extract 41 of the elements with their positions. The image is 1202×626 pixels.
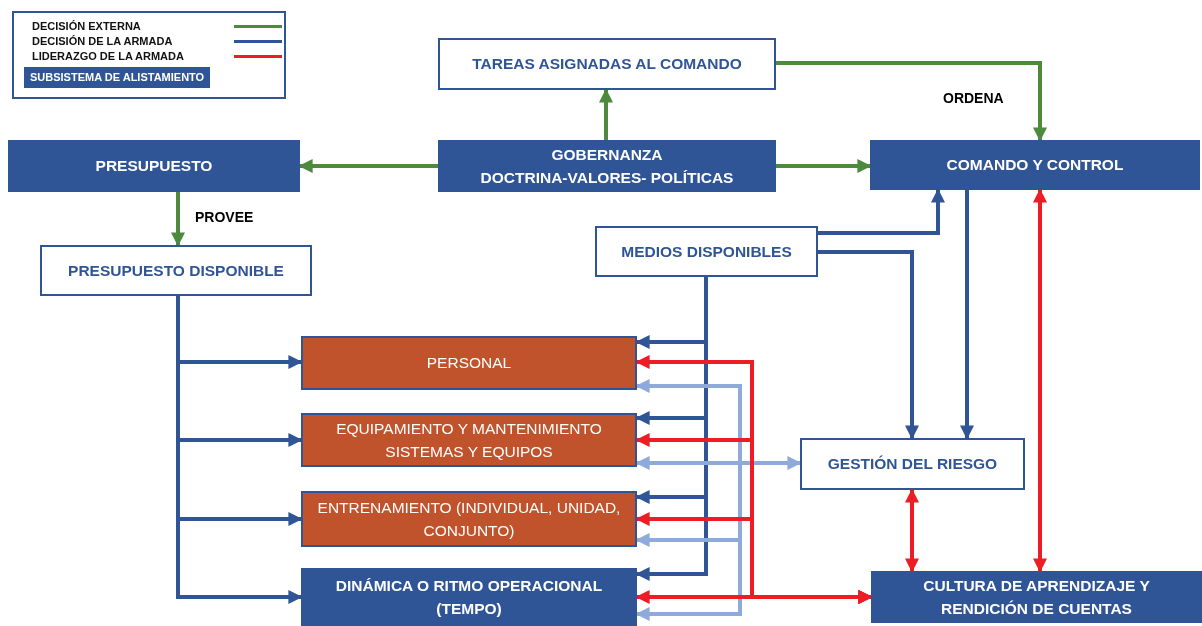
box-text: MEDIOS DISPONIBLES [621,241,792,262]
legend-text: DECISIÓN DE LA ARMADA [32,34,173,49]
box-text: PRESUPUESTO [95,156,213,177]
box-text: GOBERNANZA [551,144,663,165]
box-text: PERSONAL [426,353,512,374]
box-text: CULTURA DE APRENDIZAJE Y RENDICIÓN DE CUENTAS [922,575,1151,619]
process-box [595,226,818,277]
process-box [40,245,312,296]
process-box [301,491,637,547]
box-text: EQUIPAMIENTO Y MANTENIMIENTO SISTEMAS Y EQUIPOS [335,418,603,462]
arrow [635,277,708,581]
process-box [301,568,637,626]
arrow [599,88,613,140]
box-text: DINÁMICA O RITMO OPERACIONAL (TEMPO) [334,575,604,619]
arrow [171,192,185,247]
process-box [870,140,1200,190]
arrow [818,250,919,440]
arrow [905,488,919,573]
box-text: DOCTRINA-VALORES- POLÍTICAS [480,168,734,188]
process-box [438,38,776,90]
box-text: GESTIÓN DEL RIESGO [827,454,998,475]
arrow [960,190,974,440]
process-box [438,140,776,192]
process-box [8,140,300,192]
arrow [1033,188,1047,573]
arrow [776,61,1047,142]
legend-swatch: SUBSISTEMA DE ALISTAMIENTO [24,67,211,88]
process-box [301,413,637,467]
process-box [871,571,1202,623]
process-box [800,438,1025,490]
arrow [176,296,303,604]
box-text: ENTRENAMIENTO (INDIVIDUAL, UNIDAD, CONJUNTO) [316,497,622,541]
arrow [776,159,872,173]
legend-text: DECISIÓN EXTERNA [32,19,141,34]
arrow [818,188,945,235]
legend-text: LIDERAZGO DE LA ARMADA [32,49,184,64]
edge-label: ORDENA [940,90,1007,106]
box-text: PRESUPUESTO DISPONIBLE [68,260,284,281]
process-box [301,336,637,390]
box-text: COMANDO Y CONTROL [946,155,1124,176]
box-text: TAREAS ASIGNADAS AL COMANDO [472,54,742,75]
